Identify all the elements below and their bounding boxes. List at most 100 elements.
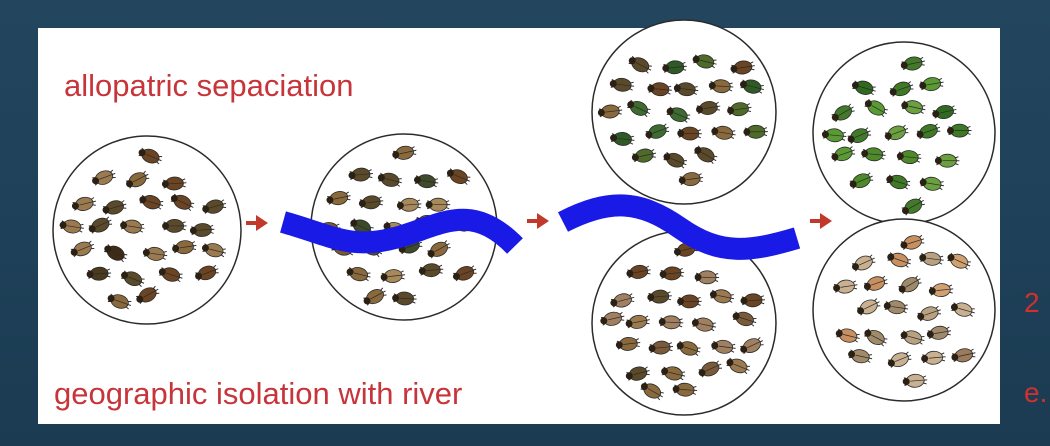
beetle-icon [898, 275, 922, 294]
beetle-icon [59, 219, 84, 234]
beetle-icon [711, 125, 736, 140]
beetle-icon [647, 82, 672, 97]
river-2 [558, 194, 801, 260]
beetle-icon [380, 269, 406, 284]
beetle-icon [71, 196, 96, 211]
beetle-icon [202, 199, 227, 214]
beetle-icon [848, 349, 873, 364]
beetle-icon [847, 127, 872, 144]
beetle-icon [900, 56, 925, 71]
beetle-icon [142, 246, 168, 261]
diagram-caption: geographic isolation with river [54, 376, 463, 411]
diagram-title: allopatric sepaciation [64, 68, 354, 103]
beetle-icon [446, 168, 471, 185]
beetle-icon [631, 148, 657, 163]
beetle-icon [647, 289, 672, 304]
beetle-icon [711, 339, 736, 354]
beetle-icon [740, 337, 764, 355]
arrow-1 [246, 215, 268, 231]
beetle-icon [358, 195, 384, 210]
beetle-icon [901, 196, 925, 216]
beetle-icon [413, 174, 439, 189]
beetle-icon [125, 170, 150, 189]
beetle-icon [363, 287, 387, 306]
beetle-icon [916, 123, 941, 140]
arrow-2 [527, 213, 549, 229]
beetle-icon [726, 357, 751, 375]
beetle-icon [418, 263, 444, 278]
beetle-icon [92, 169, 116, 186]
beetle-icon [919, 176, 945, 191]
side-label-line2: e. [1024, 377, 1048, 408]
beetle-icon [610, 293, 635, 308]
beetle-icon [917, 305, 942, 322]
beetle-icon [102, 200, 127, 215]
beetle-icon [886, 174, 911, 190]
beetle-icon [833, 279, 858, 294]
beetle-icon [377, 172, 402, 187]
beetle-icon [851, 254, 876, 272]
side-label-line1: 2 [1024, 287, 1040, 318]
beetle-icon [86, 266, 112, 281]
beetle-icon [730, 60, 755, 75]
beetle-icon [107, 293, 132, 310]
beetle-icon [896, 150, 922, 165]
beetle-icon [947, 252, 971, 270]
beetle-icon [121, 270, 145, 287]
beetle-icon [645, 123, 670, 140]
beetle-icon [694, 270, 720, 285]
beetle-icon [739, 79, 764, 94]
beetle-icon [884, 124, 909, 141]
beetle-icon [835, 328, 860, 343]
beetle-icon [658, 315, 684, 330]
beetle-icon [326, 191, 351, 206]
beetle-icon [692, 54, 717, 69]
beetle-icon [138, 147, 163, 165]
beetle-icon [691, 317, 717, 332]
beetle-icon [189, 223, 215, 237]
beetle-icon [851, 80, 876, 96]
beetle-icon [727, 102, 752, 117]
beetle-icon [70, 240, 95, 258]
beetle-icon [696, 101, 721, 115]
beetle-icon [694, 145, 718, 165]
beetle-icon [350, 218, 374, 236]
beetle-icon [392, 291, 417, 306]
beetle-icon [625, 366, 650, 381]
beetle-icon [425, 197, 451, 212]
beetle-icon [661, 366, 686, 381]
beetle-icon [732, 311, 757, 327]
beetle-icon [709, 289, 735, 304]
beetle-icon [919, 77, 944, 92]
beetle-icon [678, 172, 704, 187]
beetle-icon [934, 153, 960, 168]
beetle-icon [861, 147, 886, 162]
beetle-icon [346, 267, 371, 282]
beetle-icon [677, 126, 702, 141]
beetle-icon [900, 330, 925, 345]
beetle-icon [887, 252, 912, 268]
beetle-icon [162, 218, 187, 233]
beetle-icon [136, 285, 160, 305]
beetle-icon [928, 283, 954, 298]
beetle-icon [648, 340, 674, 355]
beetle-icon [201, 243, 226, 258]
beetle-icon [195, 264, 219, 281]
beetle-icon [626, 264, 651, 279]
beetle-icon [951, 348, 976, 363]
beetle-icon [396, 197, 422, 212]
beetle-icon [926, 325, 952, 340]
beetle-icon [615, 336, 641, 351]
beetle-icon [663, 151, 688, 169]
beetle-icon [677, 294, 702, 309]
arrow-3 [810, 213, 832, 229]
beetle-icon [427, 240, 451, 259]
beetle-icon [172, 240, 197, 255]
beetle-icon [883, 300, 909, 315]
beetle-icon [863, 275, 888, 292]
beetle-icon [597, 104, 623, 119]
beetle-icon [170, 193, 195, 212]
beetle-icon [600, 311, 625, 326]
beetle-icon [640, 381, 664, 401]
